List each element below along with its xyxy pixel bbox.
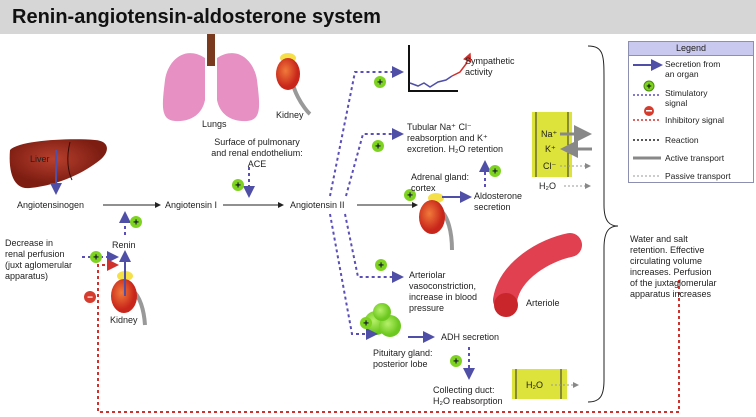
lungs-label: Lungs bbox=[202, 119, 227, 129]
minus-icon bbox=[84, 291, 96, 303]
inhibitory-feedback-arrow bbox=[97, 259, 680, 413]
ion-cl: Cl⁻ bbox=[543, 161, 557, 171]
plus-icon-glyph: + bbox=[378, 261, 384, 272]
adrenal-label: Adrenal gland: cortex bbox=[411, 172, 470, 193]
legend-item-secretion: Secretion from an organ bbox=[665, 59, 721, 79]
renal-perfusion-label: Decrease in renal perfusion (juxt aglome… bbox=[5, 238, 73, 281]
plus-icon-glyph: + bbox=[133, 218, 139, 229]
lungs-illustration bbox=[162, 34, 260, 122]
sympathetic-graph bbox=[408, 45, 472, 92]
liver-illustration bbox=[9, 139, 107, 189]
plus-icon bbox=[130, 216, 142, 228]
kidney-bottom-label: Kidney bbox=[110, 315, 138, 325]
ion-h2o: H₂O bbox=[539, 181, 556, 191]
ion-k: K⁺ bbox=[545, 144, 556, 154]
branch-arteriolar-arrow bbox=[344, 213, 404, 283]
collecting-duct-label: Collecting duct: H₂O reabsorption bbox=[433, 385, 503, 406]
legend-symbols: + bbox=[633, 59, 663, 177]
legend: Legend + Secretion from an organ Stimula… bbox=[628, 41, 754, 183]
legend-plus-icon bbox=[643, 80, 655, 92]
tubular-label: Tubular Na⁺ Cl⁻ reabsorption and K⁺ excr… bbox=[407, 122, 504, 154]
plus-icon bbox=[360, 317, 372, 329]
plus-icon-glyph: + bbox=[377, 78, 383, 89]
renin-label: Renin bbox=[112, 240, 136, 250]
adh-label: ADH secretion bbox=[441, 332, 500, 342]
plus-icon-glyph: + bbox=[375, 142, 381, 153]
ace-label: Surface of pulmonary and renal endotheli… bbox=[211, 137, 303, 169]
branch-sympathetic-arrow bbox=[329, 66, 404, 197]
legend-item-passive: Passive transport bbox=[665, 171, 731, 181]
legend-item-reaction: Reaction bbox=[665, 135, 699, 145]
liver-label: Liver bbox=[30, 154, 50, 164]
plus-icon bbox=[375, 259, 387, 271]
plus-icon bbox=[90, 251, 102, 263]
collecting-duct-box bbox=[512, 369, 567, 399]
kidney-top-label: Kidney bbox=[276, 110, 304, 120]
plus-icon-glyph: + bbox=[363, 319, 369, 330]
aldosterone-label: Aldosterone secretion bbox=[474, 191, 523, 212]
kidney-top-illustration bbox=[276, 53, 312, 116]
plus-icon-glyph: + bbox=[407, 191, 413, 202]
plus-icon bbox=[374, 76, 386, 88]
legend-title: Legend bbox=[629, 42, 753, 56]
stimulatory-plus-icons: + + + + + + + + + + − bbox=[84, 76, 501, 368]
branch-tubular-arrow bbox=[345, 128, 404, 197]
arteriole-illustration bbox=[493, 233, 582, 317]
plus-icon-glyph: + bbox=[453, 357, 459, 368]
title-bar: Renin-angiotensin-aldosterone system bbox=[0, 0, 756, 34]
branch-pituitary-arrow bbox=[329, 213, 378, 340]
raas-diagram: + + + + + + + + + + − bbox=[9, 34, 680, 413]
pituitary-label: Pituitary gland: posterior lobe bbox=[373, 348, 433, 369]
legend-item-active: Active transport bbox=[665, 153, 725, 163]
legend-item-inhibitory: Inhibitory signal bbox=[665, 115, 725, 125]
plus-icon bbox=[232, 179, 244, 191]
plus-icon-glyph: + bbox=[235, 181, 241, 192]
sympathetic-label: Sympathetic activity bbox=[465, 56, 515, 77]
legend-item-stimulatory: Stimulatory signal bbox=[665, 88, 708, 108]
angiotensin-1-label: Angiotensin I bbox=[165, 200, 218, 210]
plus-icon-glyph: + bbox=[93, 253, 99, 264]
angiotensinogen-label: Angiotensinogen bbox=[17, 200, 85, 210]
kidney-adrenal-illustration bbox=[419, 193, 454, 251]
diagram-title: Renin-angiotensin-aldosterone system bbox=[12, 6, 381, 28]
plus-icon bbox=[450, 355, 462, 367]
plus-icon bbox=[404, 189, 416, 201]
plus-icon bbox=[489, 165, 501, 177]
outcome-label: Water and salt retention. Effective circ… bbox=[630, 234, 717, 299]
duct-ion-h2o: H₂O bbox=[526, 380, 543, 390]
svg-text:+: + bbox=[646, 81, 651, 91]
plus-icon bbox=[372, 140, 384, 152]
minus-icon-glyph: − bbox=[87, 293, 93, 304]
angiotensin-2-label: Angiotensin II bbox=[290, 200, 345, 210]
outcome-brace bbox=[587, 45, 619, 403]
plus-icon-glyph: + bbox=[492, 167, 498, 178]
arteriole-label: Arteriole bbox=[526, 298, 560, 308]
ion-na: Na⁺ bbox=[541, 129, 558, 139]
arteriolar-label: Arteriolar vasoconstriction, increase in… bbox=[409, 270, 478, 313]
